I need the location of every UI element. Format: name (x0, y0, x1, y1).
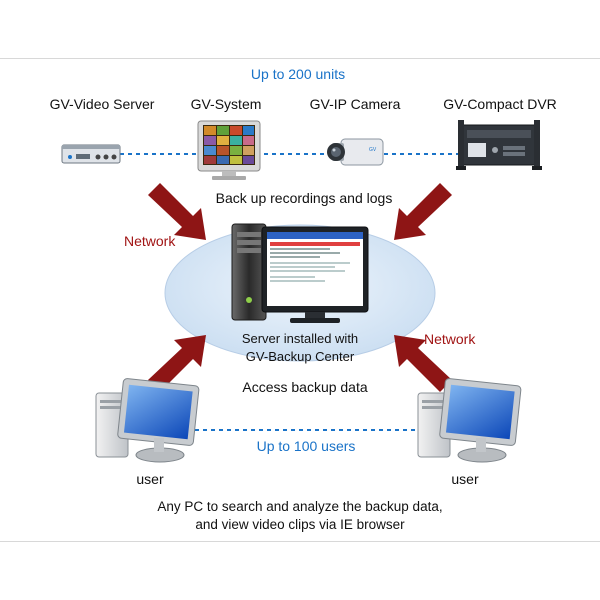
device-label-ip-camera: GV-IP Camera (309, 96, 401, 112)
device-label-compact-dvr: GV-Compact DVR (443, 96, 557, 112)
access-label: Access backup data (242, 379, 368, 395)
network-label-left: Network (124, 233, 176, 249)
user-pc-left-icon (95, 378, 200, 463)
user-label-right: user (451, 471, 479, 487)
bottom-caption-line1: Any PC to search and analyze the backup … (157, 499, 443, 514)
user-pc-right-icon (417, 378, 522, 463)
backup-flow-label: Back up recordings and logs (215, 190, 393, 206)
server-caption-line2: GV-Backup Center (245, 349, 355, 364)
ip-camera-icon: GV (327, 138, 384, 166)
arrow-top-left (148, 183, 206, 240)
device-label-gv-system: GV-System (190, 96, 262, 112)
arrow-bottom-left (148, 335, 206, 392)
server-caption: Server installed with GV-Backup Center (220, 330, 380, 366)
server-caption-line1: Server installed with (241, 331, 359, 346)
diagram-frame (0, 58, 600, 542)
device-label-video-server: GV-Video Server (49, 96, 155, 112)
arrow-bottom-right (394, 335, 452, 392)
gv-system-monitor-icon (197, 120, 261, 180)
video-server-device-icon (61, 144, 121, 164)
backup-server-icon (231, 223, 369, 323)
network-label-right: Network (424, 331, 476, 347)
units-label: Up to 200 units (250, 66, 346, 82)
users-label: Up to 100 users (256, 438, 356, 454)
arrow-top-right (394, 183, 452, 240)
bottom-caption: Any PC to search and analyze the backup … (100, 498, 500, 534)
compact-dvr-icon (456, 120, 542, 170)
bottom-caption-line2: and view video clips via IE browser (195, 517, 405, 532)
svg-text:GV: GV (369, 147, 377, 153)
user-label-left: user (136, 471, 164, 487)
